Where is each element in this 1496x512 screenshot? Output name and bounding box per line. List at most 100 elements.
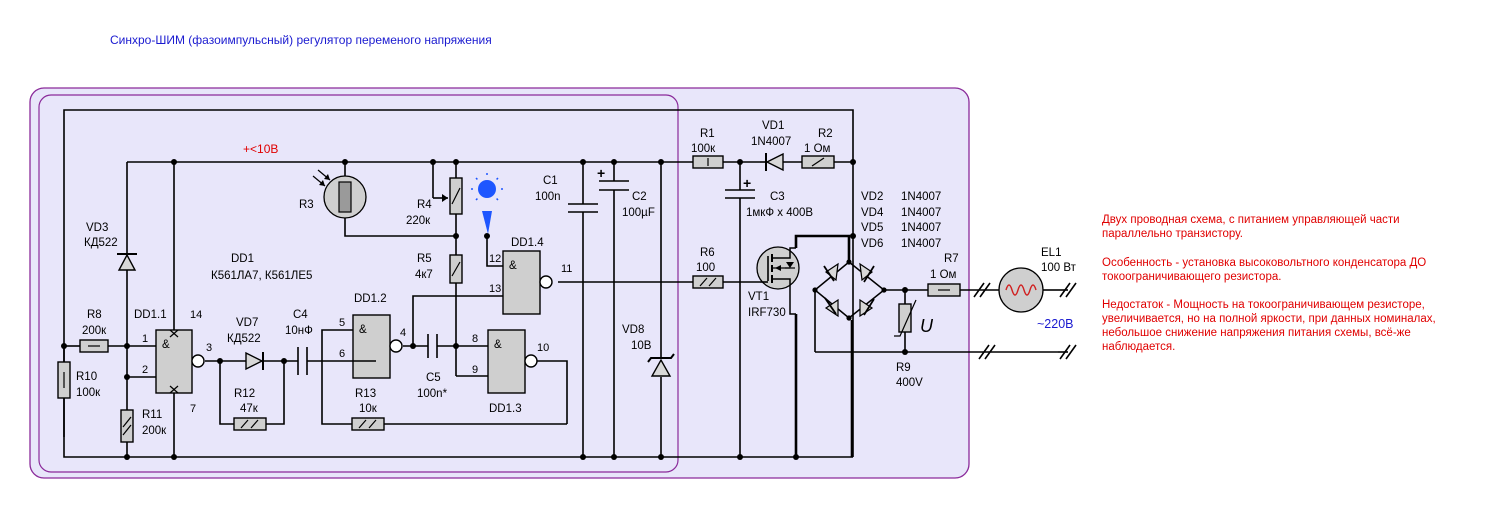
gate-dd1-4 bbox=[502, 250, 553, 315]
gate-dd1-1 bbox=[155, 329, 205, 394]
pin-6: 6 bbox=[339, 348, 345, 360]
varistor-u-symbol: U bbox=[920, 316, 934, 336]
page-title: Синхро-ШИМ (фазоимпульсный) регулятор пе… bbox=[110, 33, 492, 47]
r13-name: R13 bbox=[355, 388, 376, 400]
r13-value: 10к bbox=[359, 403, 378, 415]
r10-name: R10 bbox=[76, 371, 97, 383]
r1-value: 100к bbox=[691, 143, 716, 155]
c1-name: C1 bbox=[543, 175, 558, 187]
note-two-wire: Двух проводная схема, с питанием управля… bbox=[1102, 214, 1400, 240]
resistor-r12 bbox=[233, 417, 267, 431]
pin-9: 9 bbox=[472, 364, 478, 376]
outer-panel bbox=[29, 87, 970, 479]
bridge-name-4: VD6 bbox=[861, 238, 883, 250]
resistor-r6 bbox=[692, 275, 724, 289]
gate-dd1-3 bbox=[487, 329, 538, 394]
r6-value: 100 bbox=[696, 262, 715, 274]
r10-value: 100к bbox=[76, 387, 101, 399]
r5-value: 4к7 bbox=[415, 269, 433, 281]
capacitor-c2 bbox=[599, 180, 629, 191]
pin-14: 14 bbox=[190, 309, 202, 321]
vd1-name: VD1 bbox=[762, 120, 784, 132]
vd3-name: VD3 bbox=[86, 222, 108, 234]
r8-value: 200к bbox=[82, 325, 107, 337]
r9-name: R9 bbox=[896, 362, 911, 374]
vd8-value: 10В bbox=[631, 340, 652, 352]
diode-vd3 bbox=[117, 253, 137, 271]
vd8-name: VD8 bbox=[622, 324, 644, 336]
vt1-name: VT1 bbox=[748, 291, 769, 303]
zener-vd8 bbox=[647, 353, 675, 377]
c5-name: C5 bbox=[426, 372, 441, 384]
varistor-r9 bbox=[894, 299, 917, 337]
c4-value: 10нФ bbox=[285, 325, 313, 337]
pin-4: 4 bbox=[400, 327, 406, 339]
pin-12: 12 bbox=[489, 253, 501, 265]
resistor-r10 bbox=[57, 361, 71, 399]
bridge-value-4: 1N4007 bbox=[901, 238, 941, 250]
el1-name: EL1 bbox=[1041, 247, 1061, 259]
pin-10: 10 bbox=[537, 342, 549, 354]
resistor-r7 bbox=[927, 283, 961, 297]
mosfet-vt1 bbox=[756, 246, 800, 315]
resistor-r5 bbox=[449, 254, 463, 284]
bridge-name-1: VD2 bbox=[861, 191, 883, 203]
dd12-and-symbol: & bbox=[359, 324, 367, 336]
c1-value: 100n bbox=[535, 191, 561, 203]
dd11-label: DD1.1 bbox=[134, 309, 167, 321]
capacitor-c5 bbox=[427, 334, 438, 358]
pin-7: 7 bbox=[190, 403, 196, 415]
resistor-r8 bbox=[79, 339, 109, 353]
diode-bridge bbox=[812, 259, 887, 321]
vt1-value: IRF730 bbox=[748, 307, 786, 319]
r12-name: R12 bbox=[234, 388, 255, 400]
r9-value: 400V bbox=[896, 377, 923, 389]
el1-value: 100 Вт bbox=[1041, 262, 1077, 274]
resistor-r11 bbox=[120, 409, 134, 443]
resistor-r2 bbox=[801, 155, 835, 169]
lamp-el1 bbox=[998, 267, 1044, 313]
mains-label: ~220В bbox=[1037, 317, 1074, 331]
r12-value: 47к bbox=[240, 403, 259, 415]
junctions bbox=[61, 159, 908, 460]
r11-name: R11 bbox=[142, 409, 162, 421]
potentiometer-r4 bbox=[442, 177, 463, 215]
r7-value: 1 Ом bbox=[930, 269, 957, 281]
bridge-value-1: 1N4007 bbox=[901, 191, 941, 203]
c3-plus-sign: + bbox=[743, 175, 751, 191]
gate-dd1-2 bbox=[352, 314, 403, 379]
capacitor-c3 bbox=[725, 189, 755, 199]
control-panel bbox=[38, 94, 679, 473]
c4-name: C4 bbox=[293, 309, 308, 321]
bridge-name-3: VD5 bbox=[861, 222, 883, 234]
pin-2: 2 bbox=[142, 364, 148, 376]
c5-value: 100n* bbox=[417, 388, 448, 400]
c2-plus-sign: + bbox=[597, 165, 605, 181]
r11-value: 200к bbox=[142, 425, 167, 437]
dd14-and-symbol: & bbox=[509, 260, 517, 272]
dd1-name: DD1 bbox=[231, 253, 254, 265]
r4-value: 220к bbox=[406, 215, 431, 227]
vd7-name: VD7 bbox=[236, 317, 258, 329]
r2-name: R2 bbox=[818, 128, 833, 140]
vd1-value: 1N4007 bbox=[751, 136, 791, 148]
r3-name: R3 bbox=[299, 199, 314, 211]
pin-5: 5 bbox=[339, 317, 345, 329]
resistor-r1 bbox=[692, 155, 724, 169]
led-icon bbox=[471, 173, 503, 234]
dd1-value: К561ЛА7, К561ЛЕ5 bbox=[211, 270, 312, 282]
r1-name: R1 bbox=[700, 128, 715, 140]
note-feature: Особенность - установка высоковольтного … bbox=[1102, 257, 1427, 283]
c3-value: 1мкФ x 400В bbox=[746, 207, 813, 219]
resistor-r13 bbox=[351, 417, 385, 431]
bridge-value-2: 1N4007 bbox=[901, 207, 941, 219]
pin-3: 3 bbox=[206, 342, 212, 354]
bridge-name-2: VD4 bbox=[861, 207, 884, 219]
dd13-label: DD1.3 bbox=[489, 403, 522, 415]
capacitor-c4 bbox=[297, 347, 308, 375]
pin-13: 13 bbox=[489, 283, 501, 295]
c2-value: 100µF bbox=[622, 207, 655, 219]
capacitor-c1 bbox=[568, 203, 598, 213]
r5-name: R5 bbox=[417, 253, 432, 265]
